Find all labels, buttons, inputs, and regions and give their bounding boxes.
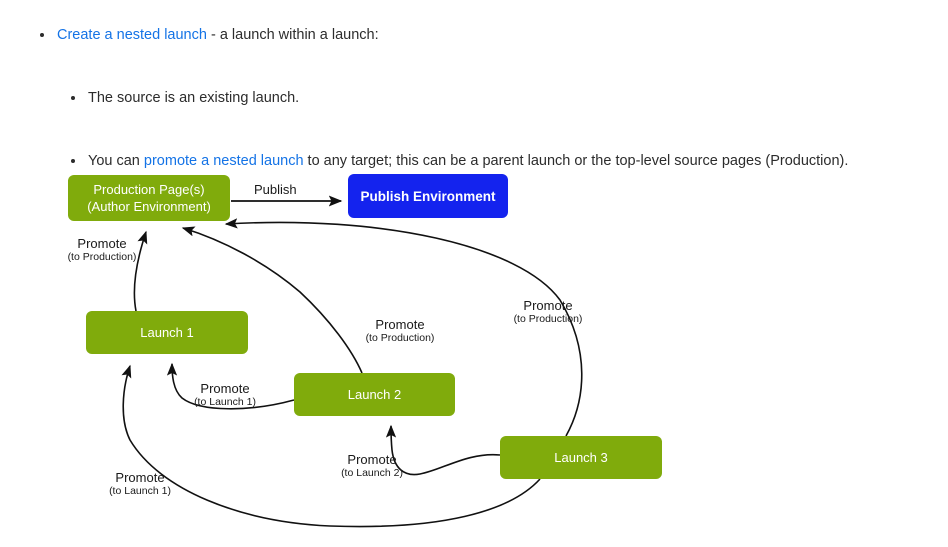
- edge-promote-production-from-launch3: [224, 218, 583, 437]
- doc-bullet-list: Create a nested launch - a launch within…: [0, 0, 948, 169]
- node-launch-3[interactable]: Launch 3: [500, 436, 662, 479]
- edge-promote-launch2-from-launch3: [385, 424, 501, 476]
- edge-label-promote-launch1-from-launch2: Promote (to Launch 1): [185, 381, 265, 409]
- node-publish-environment-label: Publish Environment: [360, 188, 496, 204]
- link-promote-a-nested-launch[interactable]: promote a nested launch: [143, 153, 304, 169]
- edge-label-subtitle: (to Launch 1): [194, 396, 256, 408]
- bullet-list-level-1: Create a nested launch - a launch within…: [0, 0, 948, 43]
- node-launch-2[interactable]: Launch 2: [294, 373, 455, 416]
- node-launch-1-label: Launch 1: [140, 325, 194, 340]
- edge-label-subtitle: (to Launch 2): [341, 467, 403, 479]
- node-launch-1[interactable]: Launch 1: [86, 311, 248, 354]
- list-item-source-existing-launch: The source is an existing launch.: [71, 88, 918, 108]
- node-production-pages[interactable]: Production Page(s) (Author Environment): [68, 175, 230, 221]
- link-create-nested-launch[interactable]: Create a nested launch: [57, 27, 207, 43]
- edge-label-title: Promote: [200, 381, 250, 396]
- bullet-list-level-2: The source is an existing launch. You ca…: [0, 20, 948, 169]
- edge-label-publish: Publish: [254, 182, 297, 197]
- list-item-create-nested-launch: Create a nested launch - a launch within…: [40, 25, 917, 45]
- edge-promote-launch1-from-launch2: [166, 362, 295, 410]
- edge-label-promote-production-from-launch3: Promote (to Production): [508, 298, 588, 326]
- edge-label-title: Promote: [77, 236, 127, 251]
- list-item-promote-nested-launch: You can promote a nested launch to any t…: [71, 151, 918, 171]
- edge-promote-launch1-from-launch3: [121, 364, 541, 528]
- bullet-dot-icon: [71, 159, 75, 163]
- edge-label-publish-title: Publish: [254, 182, 297, 197]
- edge-promote-production-from-launch1: [133, 230, 148, 312]
- bullet-dot-icon: [71, 96, 75, 100]
- text-promote-post: to any target; this can be a parent laun…: [303, 153, 849, 169]
- edge-label-promote-launch2-from-launch3: Promote (to Launch 2): [332, 452, 412, 480]
- edge-label-title: Promote: [523, 298, 573, 313]
- edge-label-subtitle: (to Production): [67, 251, 137, 263]
- edge-label-subtitle: (to Production): [365, 332, 435, 344]
- node-launch-2-label: Launch 2: [347, 387, 402, 402]
- text-source-existing-launch: The source is an existing launch.: [88, 90, 300, 106]
- edge-label-promote-production-from-launch2: Promote (to Production): [360, 317, 440, 345]
- edge-label-title: Promote: [347, 452, 397, 467]
- bullet-dot-icon: [40, 33, 44, 37]
- text-promote-pre: You can: [88, 153, 144, 169]
- edge-promote-production-from-launch2: [181, 226, 363, 374]
- edge-label-subtitle: (to Production): [513, 313, 583, 325]
- edge-label-promote-launch1-from-launch3: Promote (to Launch 1): [100, 470, 180, 498]
- node-production-line1: Production Page(s): [93, 182, 205, 197]
- node-publish-environment[interactable]: Publish Environment: [348, 174, 508, 218]
- edge-label-title: Promote: [115, 470, 165, 485]
- edge-label-title: Promote: [375, 317, 425, 332]
- edge-label-promote-production-from-launch1: Promote (to Production): [62, 236, 142, 264]
- text-create-nested-launch-rest: - a launch within a launch:: [206, 27, 379, 43]
- node-production-line2: (Author Environment): [87, 199, 211, 214]
- edge-label-subtitle: (to Launch 1): [109, 485, 171, 497]
- node-launch-3-label: Launch 3: [554, 450, 608, 465]
